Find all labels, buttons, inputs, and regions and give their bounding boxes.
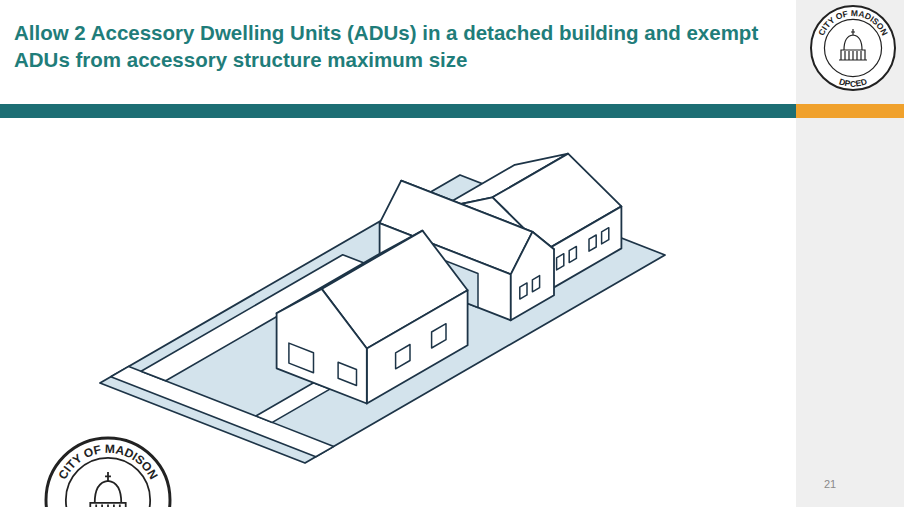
main-house-wall bbox=[367, 290, 468, 403]
window bbox=[532, 276, 539, 292]
capitol-dome bbox=[839, 29, 867, 60]
page-number: 21 bbox=[824, 478, 836, 490]
seal-text-path: DPCED bbox=[838, 76, 868, 88]
city-seal bbox=[46, 438, 170, 507]
window bbox=[289, 343, 314, 373]
window bbox=[338, 362, 356, 385]
seal-inner-ring bbox=[824, 19, 881, 76]
window bbox=[432, 324, 446, 348]
slide-title: Allow 2 Accessory Dwelling Units (ADUs) … bbox=[14, 20, 790, 73]
capitol-dome bbox=[87, 472, 128, 507]
seal-text-path: CITY OF MADISON bbox=[55, 442, 160, 482]
window bbox=[589, 235, 596, 251]
adu-building-wall bbox=[546, 206, 622, 292]
teal-bar bbox=[0, 104, 796, 118]
seal-text: CITY OF MADISON bbox=[816, 8, 890, 37]
orange-bar bbox=[796, 104, 904, 118]
seal-text: CITY OF MADISON bbox=[55, 442, 160, 482]
main-house-wall bbox=[277, 289, 367, 404]
window bbox=[557, 254, 564, 270]
side-panel bbox=[796, 0, 904, 507]
window bbox=[396, 345, 410, 369]
window bbox=[569, 246, 576, 262]
garage-wing-wall bbox=[511, 232, 554, 320]
front-walk bbox=[256, 383, 330, 423]
sidewalk bbox=[111, 366, 334, 456]
seal-text: DPCED bbox=[838, 76, 868, 88]
seal-ring bbox=[46, 438, 170, 507]
seal-ring bbox=[811, 6, 895, 90]
seal-text-path: CITY OF MADISON bbox=[816, 8, 890, 37]
window bbox=[602, 228, 609, 244]
city-seal bbox=[811, 6, 895, 90]
window bbox=[520, 283, 527, 299]
